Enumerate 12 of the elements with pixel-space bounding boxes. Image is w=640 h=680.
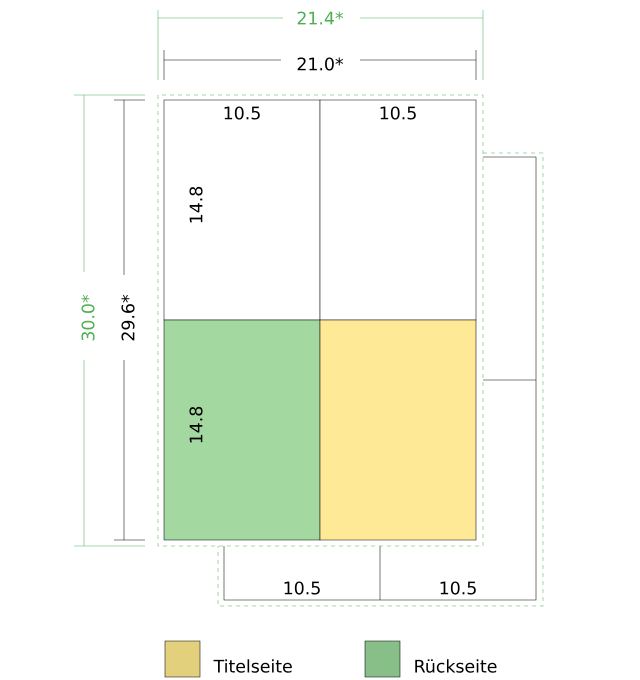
dimension-label: 10.5 [284, 581, 320, 595]
dimension-label: 21.4* [298, 12, 344, 24]
panel [320, 320, 476, 540]
dimension-label: 30.0* [81, 294, 95, 340]
legend-label: Rückseite [415, 659, 496, 673]
dimension-label: 29.6* [121, 294, 135, 340]
dimension-label: 21.0* [298, 57, 344, 71]
legend-label: Titelseite [214, 659, 292, 673]
dimension-label: 10.5 [440, 581, 476, 595]
panel: 14.8 [164, 320, 320, 540]
panel: 10.5 14.8 [164, 100, 320, 320]
panel: 10.5 [320, 100, 476, 320]
